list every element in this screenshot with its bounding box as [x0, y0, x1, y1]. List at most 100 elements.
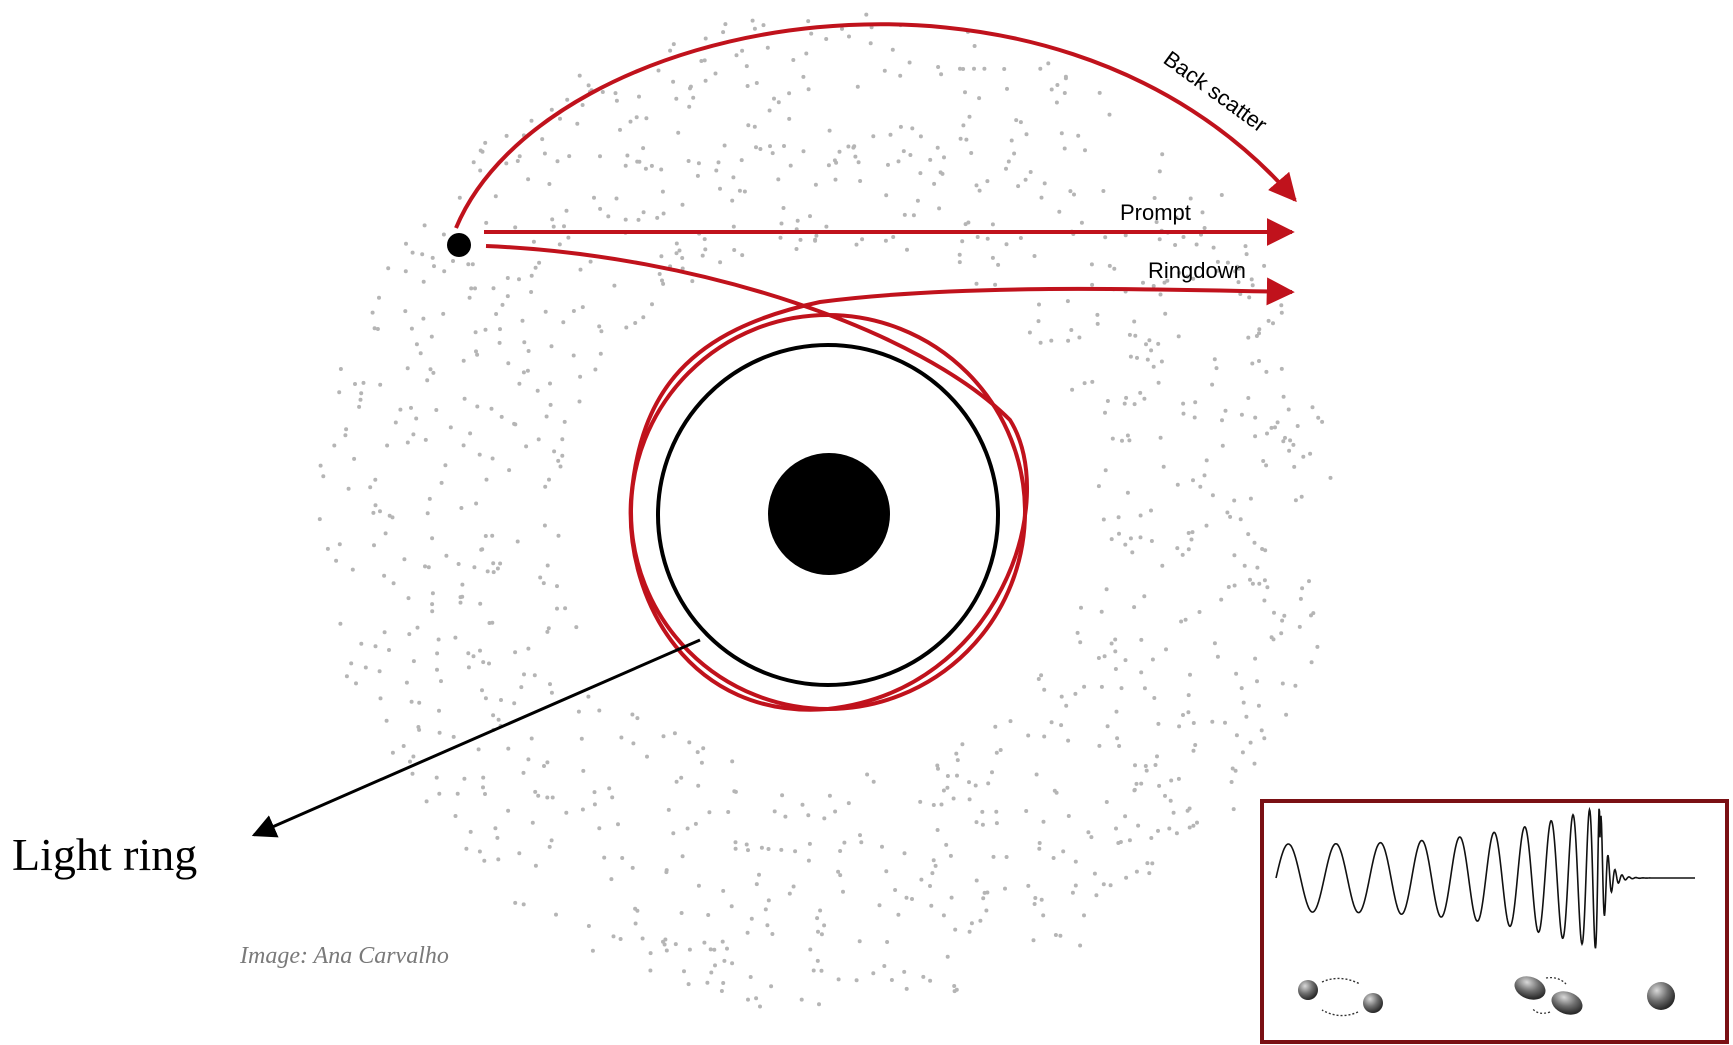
dust-dot	[1279, 303, 1284, 308]
dust-dot	[429, 334, 434, 339]
dust-dot	[325, 546, 330, 551]
dust-dot	[702, 58, 707, 63]
dust-dot	[1139, 637, 1144, 642]
dust-dot	[1066, 338, 1071, 343]
dust-dot	[942, 155, 946, 160]
dust-dot	[973, 783, 978, 788]
dust-dot	[423, 437, 428, 442]
dust-dot	[1212, 357, 1217, 362]
dust-dot	[871, 971, 876, 976]
dust-dot	[1079, 605, 1083, 610]
dust-dot	[801, 74, 806, 79]
dust-dot	[772, 96, 776, 101]
dust-dot	[1197, 610, 1202, 614]
dust-dot	[858, 833, 862, 838]
dust-dot	[1023, 177, 1028, 182]
back-scatter-label: Back scatter	[1159, 46, 1272, 137]
dust-dot	[1200, 210, 1205, 215]
dust-dot	[1250, 581, 1255, 586]
dust-dot	[767, 108, 772, 113]
dust-dot	[375, 327, 380, 331]
dust-dot	[1220, 443, 1225, 448]
dust-dot	[1109, 537, 1114, 542]
dust-dot	[776, 100, 781, 105]
dust-dot	[945, 785, 950, 790]
dust-dot	[690, 279, 695, 284]
dust-dot	[614, 196, 619, 201]
dust-dot	[526, 349, 531, 353]
dust-dot	[537, 260, 542, 265]
dust-dot	[688, 86, 692, 91]
dust-dot	[442, 269, 447, 274]
dust-dot	[521, 902, 526, 907]
dust-dot	[826, 163, 831, 168]
dust-dot	[800, 802, 805, 807]
dust-dot	[1210, 493, 1215, 498]
dust-dot	[478, 601, 483, 606]
dust-dot	[1058, 933, 1063, 938]
dust-dot	[520, 318, 525, 323]
dust-dot	[1068, 189, 1073, 194]
dust-dot	[437, 791, 442, 796]
dust-dot	[521, 770, 526, 775]
dust-dot	[578, 267, 583, 272]
dust-dot	[378, 509, 382, 514]
dust-dot	[721, 30, 726, 35]
dust-dot	[1280, 618, 1285, 623]
dust-dot	[1226, 585, 1231, 589]
dust-dot	[597, 324, 602, 329]
dust-dot	[721, 888, 726, 893]
dust-dot	[1250, 361, 1255, 366]
dust-dot	[637, 94, 641, 99]
dust-dot	[1152, 196, 1157, 200]
dust-dot	[549, 690, 554, 695]
dust-dot	[1279, 366, 1284, 371]
dust-dot	[1132, 402, 1137, 407]
dust-dot	[423, 564, 427, 569]
dust-dot	[1049, 720, 1054, 725]
dust-dot	[1177, 270, 1182, 275]
dust-dot	[554, 912, 558, 917]
dust-dot	[1090, 282, 1095, 287]
dust-dot	[1257, 331, 1261, 336]
dust-dot	[1181, 401, 1186, 406]
dust-dot	[1204, 458, 1209, 463]
dust-dot	[806, 813, 811, 818]
dust-dot	[656, 68, 661, 73]
dust-dot	[468, 829, 473, 834]
dust-dot	[985, 236, 990, 241]
dust-dot	[661, 281, 666, 286]
dust-dot	[935, 828, 940, 832]
dust-dot	[836, 977, 841, 982]
dust-dot	[415, 625, 420, 630]
dust-dot	[1054, 790, 1059, 795]
dust-dot	[556, 533, 561, 538]
dust-dot	[1042, 687, 1047, 692]
dust-dot	[935, 145, 940, 150]
dust-dot	[1202, 226, 1207, 230]
dust-dot	[1293, 683, 1298, 688]
dust-dot	[1219, 597, 1224, 602]
dust-dot	[910, 897, 914, 901]
dust-dot	[842, 840, 847, 845]
dust-dot	[1190, 530, 1195, 535]
dust-dot	[794, 247, 799, 251]
dust-dot	[911, 213, 916, 218]
dust-dot	[1310, 405, 1315, 410]
dust-dot	[739, 158, 744, 163]
dust-dot	[1246, 396, 1251, 400]
dust-dot	[1027, 330, 1032, 335]
dust-dot	[1070, 890, 1075, 895]
dust-dot	[1181, 411, 1186, 416]
dust-dot	[1183, 617, 1188, 622]
dust-dot	[1215, 654, 1220, 659]
dust-dot	[1059, 723, 1064, 728]
dust-dot	[1225, 260, 1230, 265]
dust-dot	[1269, 425, 1274, 430]
dust-dot	[733, 846, 738, 851]
dust-dot	[1127, 332, 1132, 337]
dust-dot	[1076, 133, 1081, 138]
dust-dot	[598, 351, 603, 356]
dust-dot	[935, 763, 940, 768]
dust-dot	[731, 175, 736, 180]
